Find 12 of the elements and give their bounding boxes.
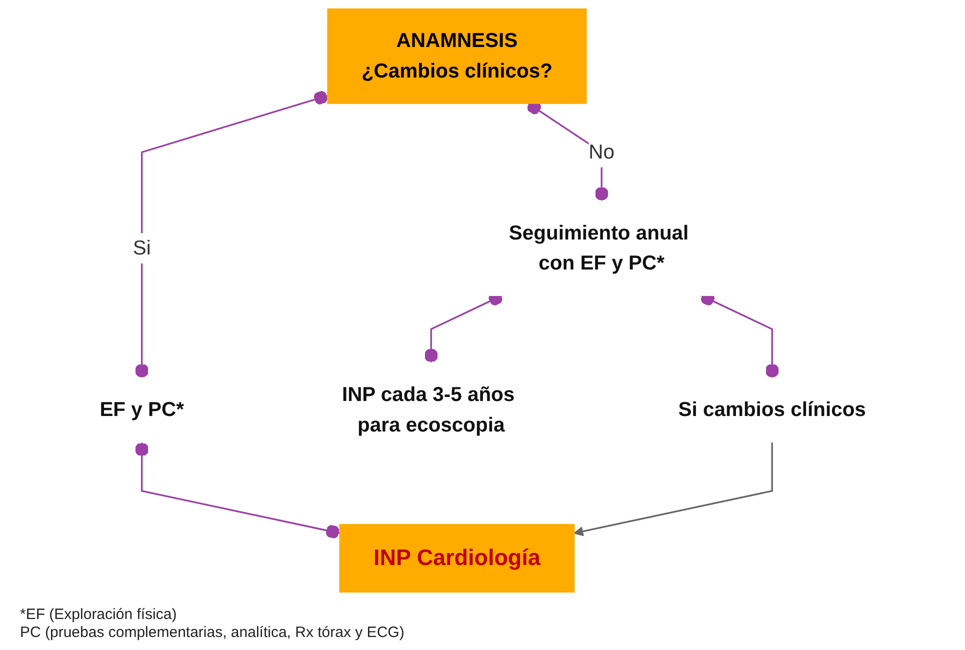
- connector: [134, 442, 340, 538]
- footnote: *EF (Exploración física): [20, 606, 178, 623]
- edge-label: No: [588, 140, 614, 163]
- edge-label: Si: [132, 236, 151, 259]
- node-text: EF y PC*: [99, 398, 184, 421]
- node-text: Si cambios clínicos: [678, 398, 866, 421]
- node-box: INP Cardiología: [338, 524, 574, 593]
- node-text: INP cada 3-5 años para ecoscopia: [342, 383, 514, 436]
- arrow: [573, 442, 773, 536]
- footnote: PC (pruebas complementarias, analítica, Rx tórax y ECG): [20, 624, 406, 641]
- connector: [134, 90, 328, 378]
- node-box: ANAMNESIS ¿Cambios clínicos?: [326, 8, 586, 104]
